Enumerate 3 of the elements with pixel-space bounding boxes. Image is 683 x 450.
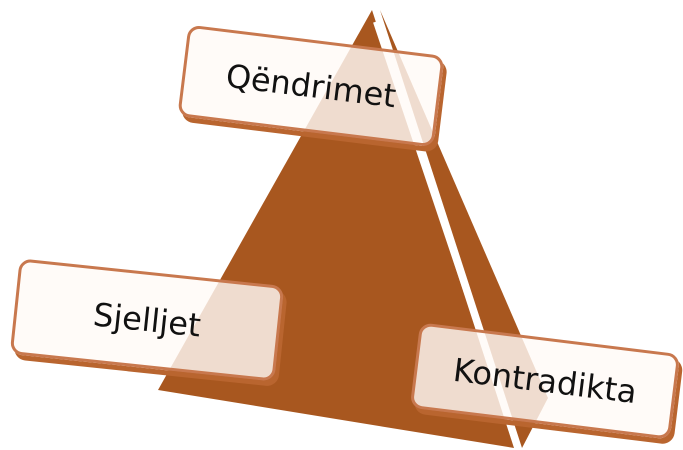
box-label: Kontradikta [451,350,639,412]
box-label: Qëndrimet [224,56,398,116]
box-label: Sjelljet [91,295,203,345]
